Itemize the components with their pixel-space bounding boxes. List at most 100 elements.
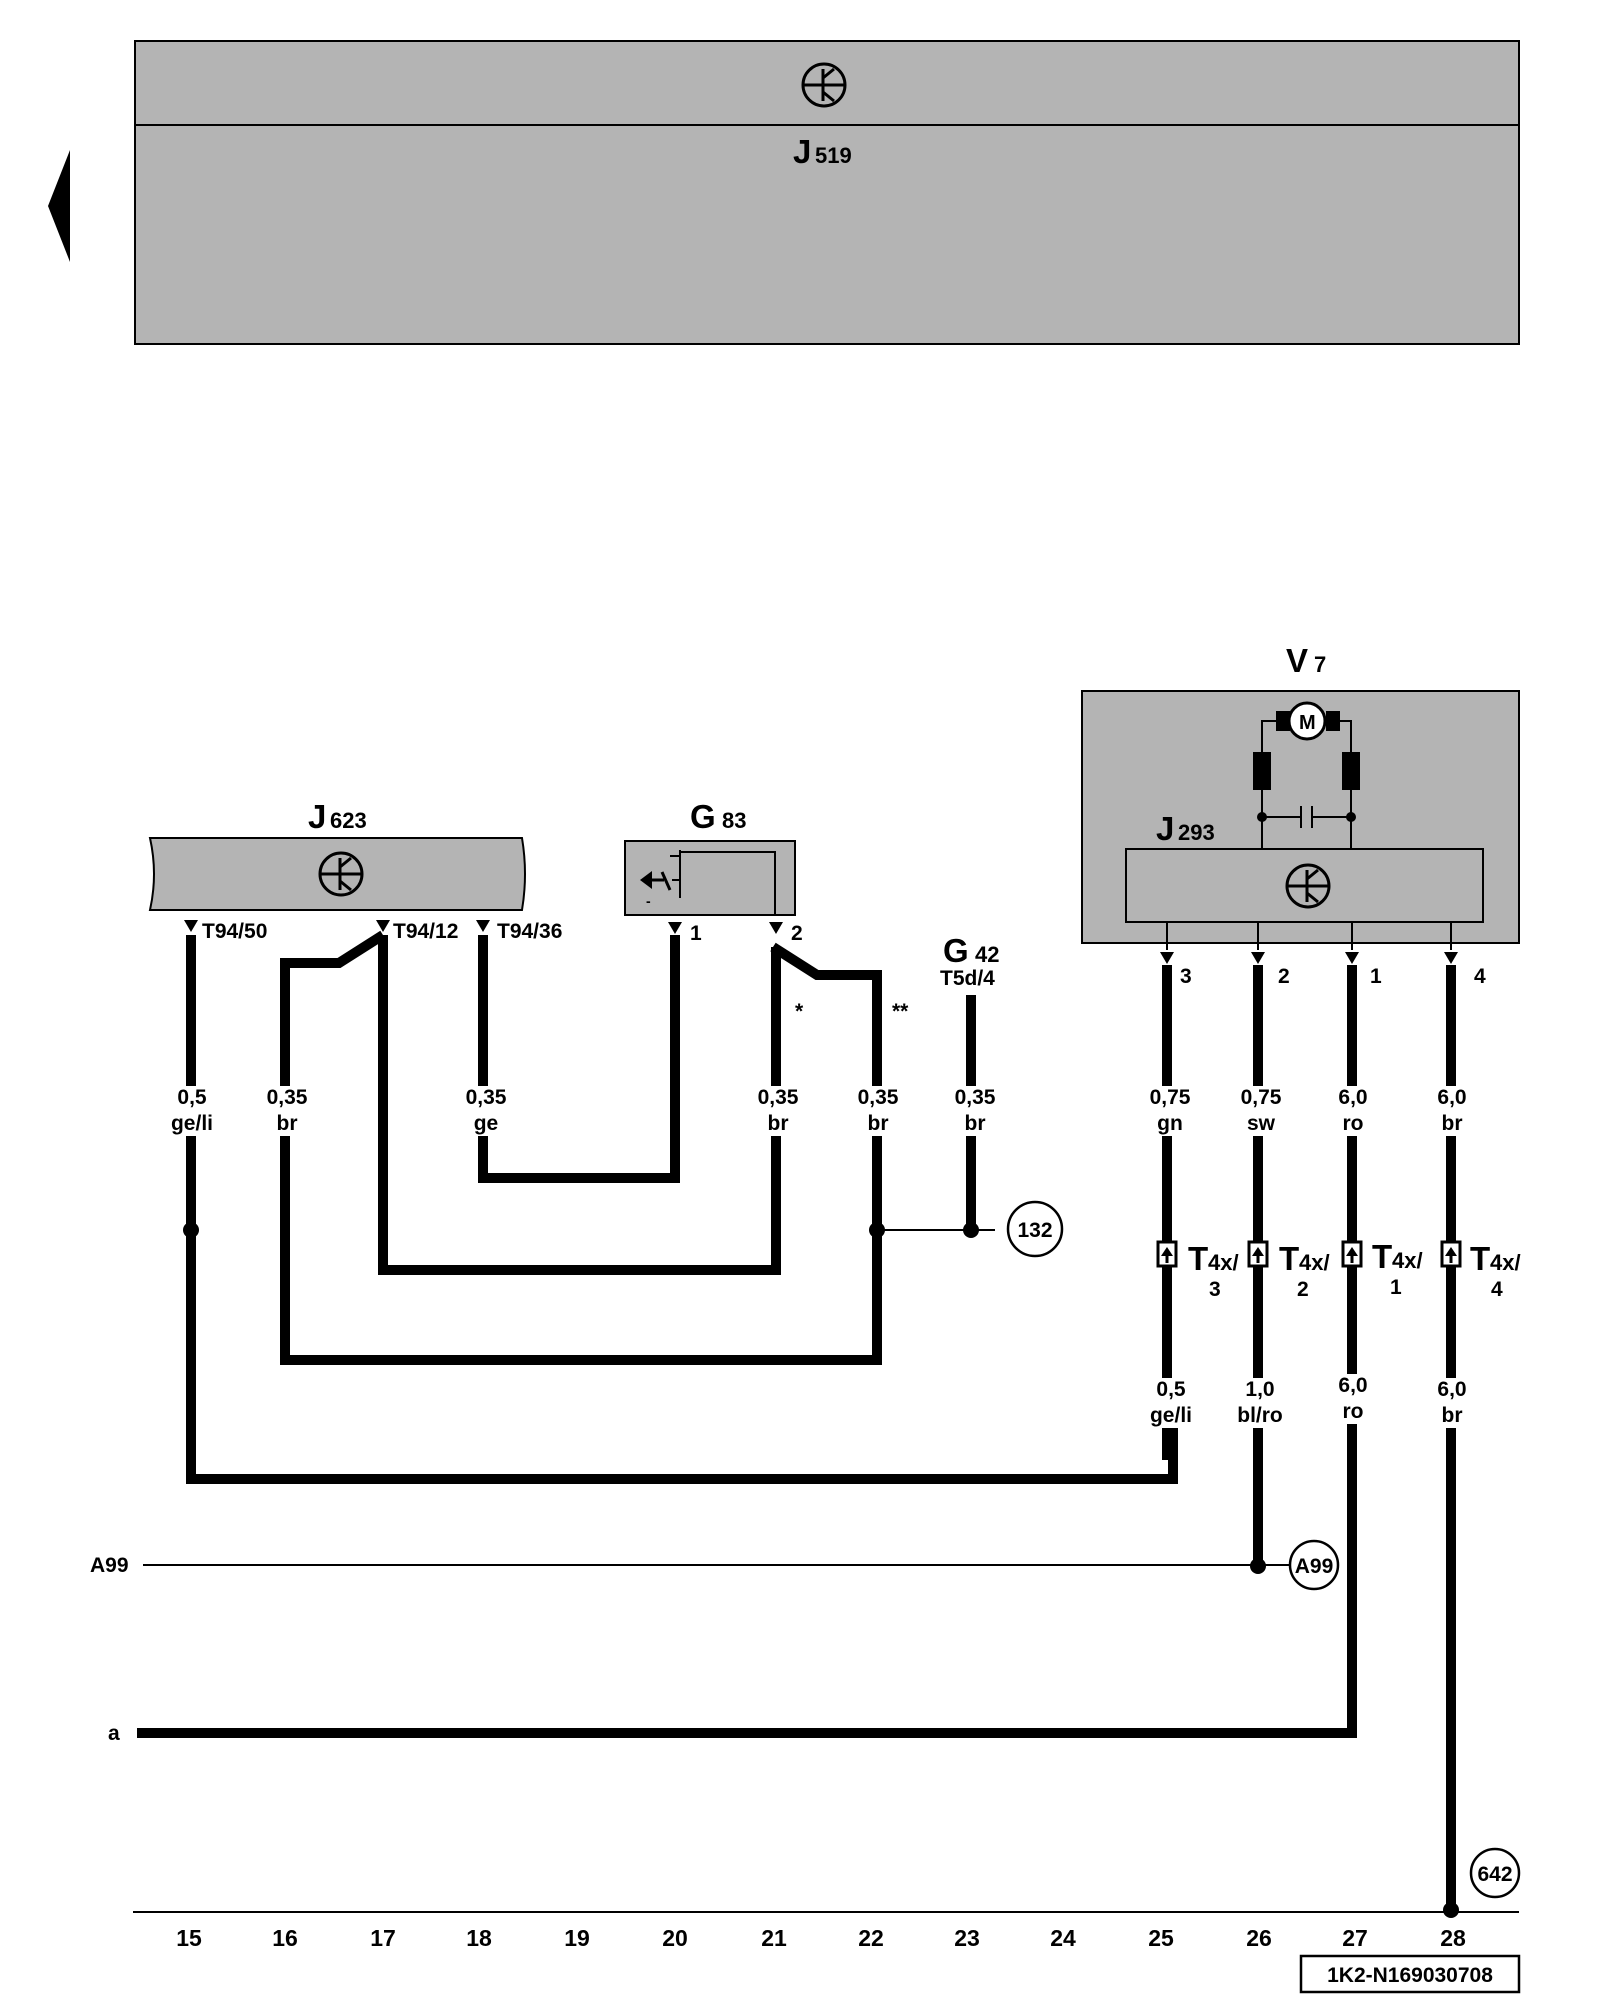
j293-index: 293 (1178, 820, 1215, 845)
wire-color: gn (1157, 1112, 1183, 1135)
svg-text:T: T (1470, 1240, 1490, 1277)
wire-size: 1,0 (1245, 1378, 1274, 1401)
wire-color: ro (1343, 1400, 1364, 1423)
v7-pin-3: 3 (1180, 965, 1192, 988)
v7-pin-4: 4 (1474, 965, 1486, 988)
wire-color: br (1442, 1112, 1463, 1135)
wire-color: br (965, 1112, 986, 1135)
g83-letter: G (690, 798, 716, 835)
wire-color: br (868, 1112, 889, 1135)
svg-text:16: 16 (272, 1925, 298, 1951)
svg-text:4x/: 4x/ (1392, 1248, 1423, 1273)
wire-size: 0,35 (758, 1086, 799, 1109)
svg-text:2: 2 (1297, 1278, 1309, 1301)
upper-wire-labels: 0,5 ge/li 0,35 br 0,35 ge 0,35 br 0,35 b… (170, 1086, 1473, 1136)
v7-pin-2: 2 (1278, 965, 1290, 988)
wire-col15 (186, 935, 1178, 1484)
svg-text:19: 19 (564, 1925, 590, 1951)
wire-col18 (478, 935, 680, 1183)
wire-color: ge (474, 1112, 499, 1135)
v7-index: 7 (1314, 652, 1326, 677)
wire-color: bl/ro (1237, 1404, 1283, 1427)
svg-text:642: 642 (1477, 1863, 1512, 1886)
svg-text:4x/: 4x/ (1490, 1250, 1521, 1275)
g83-pin-2: 2 (791, 922, 803, 945)
svg-text:132: 132 (1017, 1219, 1052, 1242)
motor-label: M (1299, 712, 1316, 734)
svg-text:25: 25 (1148, 1925, 1174, 1951)
marker-star: * (795, 1000, 804, 1023)
t4x-connectors: T 4x/ 3 T 4x/ 2 T 4x/ 1 T 4x/ 4 (1156, 1238, 1521, 1301)
wire-size: 0,35 (466, 1086, 507, 1109)
svg-text:27: 27 (1342, 1925, 1368, 1951)
svg-text:22: 22 (858, 1925, 884, 1951)
svg-text:18: 18 (466, 1925, 492, 1951)
marker-double-star: ** (892, 1000, 909, 1023)
svg-text:3: 3 (1209, 1278, 1221, 1301)
lower-wire-labels: 0,5 ge/li 1,0 bl/ro 6,0 ro 6,0 br (1146, 1374, 1473, 1428)
g83-sensor: - G 83 1 2 (624, 798, 803, 945)
svg-text:23: 23 (954, 1925, 980, 1951)
svg-text:4x/: 4x/ (1208, 1250, 1239, 1275)
svg-text:17: 17 (370, 1925, 396, 1951)
t4x-connector: T 4x/ 4 (1440, 1240, 1521, 1301)
pin-arrows-j623 (184, 920, 490, 932)
wire-size: 6,0 (1338, 1374, 1367, 1397)
control-unit-icon (801, 62, 847, 108)
wire-size: 0,5 (177, 1086, 207, 1109)
wire-color: br (768, 1112, 789, 1135)
temperature-switch-icon: - (640, 871, 672, 909)
j623-letter: J (308, 798, 326, 835)
svg-text:24: 24 (1050, 1925, 1076, 1951)
j623-pin-3: T94/36 (497, 920, 562, 943)
t4x-connector: T 4x/ 2 (1247, 1240, 1330, 1301)
wire-size: 0,35 (858, 1086, 899, 1109)
svg-text:15: 15 (176, 1925, 202, 1951)
j623-index: 623 (330, 808, 367, 833)
wire-size: 0,75 (1150, 1086, 1191, 1109)
j519-letter: J (793, 133, 811, 170)
wire-col17 (378, 935, 781, 1275)
control-unit-icon (318, 851, 364, 897)
document-id: 1K2-N169030708 (1299, 1954, 1521, 1994)
t4x-connector: T 4x/ 3 (1156, 1240, 1239, 1301)
j519-index: 519 (815, 143, 852, 168)
left-triangle-icon[interactable] (48, 150, 70, 262)
wire-color: sw (1247, 1112, 1276, 1135)
wire-col27 (137, 965, 1357, 1738)
svg-text:4: 4 (1491, 1278, 1503, 1301)
g42-index: 42 (975, 942, 999, 967)
svg-text:1K2-N169030708: 1K2-N169030708 (1327, 1964, 1493, 1987)
wire-size: 6,0 (1437, 1086, 1466, 1109)
v7-letter: V (1286, 642, 1308, 679)
svg-text:A99: A99 (1295, 1555, 1334, 1578)
svg-text:4x/: 4x/ (1299, 1250, 1330, 1275)
motor-icon: M (1276, 701, 1340, 741)
svg-text:26: 26 (1246, 1925, 1272, 1951)
wire-size: 6,0 (1338, 1086, 1367, 1109)
wire-col16-loop (280, 930, 882, 1365)
j623-control-unit: J 623 T94/50 T94/12 T94/36 (148, 798, 562, 943)
j293-letter: J (1156, 810, 1174, 847)
g42-connector: T5d/4 (940, 967, 995, 990)
reference-circle-642: 642 (1469, 1847, 1521, 1899)
v7-fan-unit: V 7 M J 293 (1081, 642, 1520, 950)
j623-pin-1: T94/50 (202, 920, 267, 943)
left-label-a99: A99 (90, 1554, 129, 1577)
reference-circle-132: 132 (1006, 1200, 1064, 1258)
reference-circle-a99: A99 (1288, 1539, 1340, 1591)
svg-text:-: - (646, 893, 651, 909)
wire-size: 0,35 (955, 1086, 996, 1109)
j519-control-unit: J 519 (134, 40, 1520, 345)
svg-text:21: 21 (761, 1925, 787, 1951)
column-scale: 15 16 17 18 19 20 21 22 23 24 25 26 27 2… (176, 1925, 1466, 1951)
svg-text:28: 28 (1440, 1925, 1466, 1951)
wire-size: 0,35 (267, 1086, 308, 1109)
wire-color: br (1442, 1404, 1463, 1427)
g42-letter: G (943, 932, 969, 969)
t4x-connector: T 4x/ 1 (1341, 1238, 1423, 1299)
wire-size: 6,0 (1437, 1378, 1466, 1401)
svg-text:1: 1 (1390, 1276, 1402, 1299)
pin-arrows-v7 (1160, 952, 1458, 964)
j623-pin-2: T94/12 (393, 920, 458, 943)
